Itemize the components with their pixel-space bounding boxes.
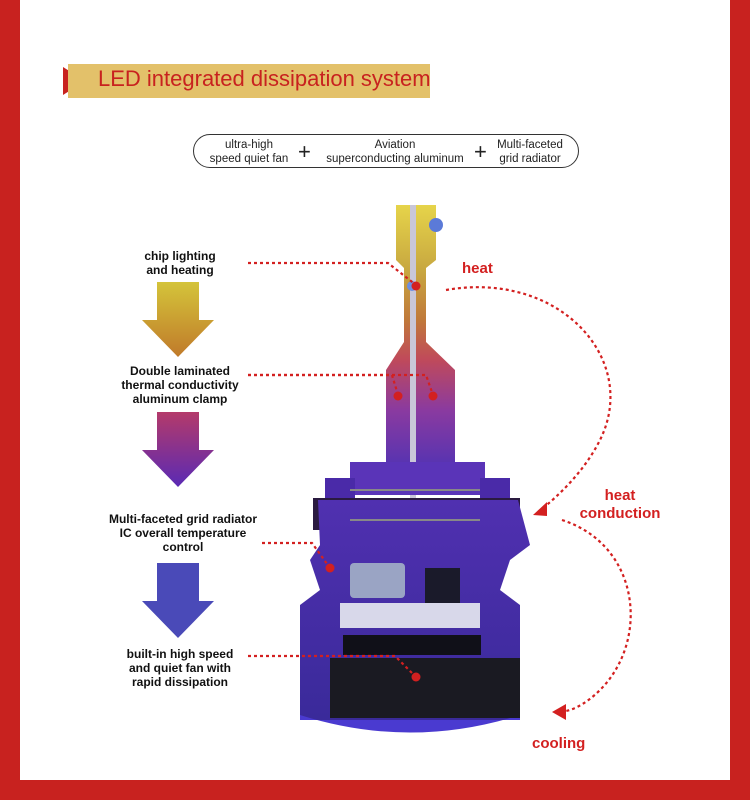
- stage-label-radiator: Multi-faceted grid radiator IC overall t…: [108, 512, 257, 554]
- heat-arrowhead-icon: [533, 502, 547, 516]
- bulb-collar: [350, 462, 485, 495]
- cooling-arrow: [557, 518, 632, 714]
- heat-label: heat: [462, 260, 493, 277]
- chip-plate: [410, 205, 416, 635]
- formula-radiator-label: Multi-faceted grid radiator: [497, 139, 563, 165]
- cooling-arrowhead-icon: [552, 704, 566, 720]
- leader-radiator: [262, 541, 331, 569]
- plus-icon: +: [474, 139, 487, 164]
- leader-fan: [248, 654, 416, 677]
- plus-icon: +: [298, 139, 311, 164]
- fan-block: [330, 658, 520, 718]
- stage-label-clamp: Double laminated thermal conductivity al…: [121, 364, 239, 406]
- formula-aluminum-label: Aviation superconducting aluminum: [326, 139, 464, 165]
- page-title: LED integrated dissipation system: [98, 66, 431, 91]
- heat-conduction-label: heat conduction: [579, 487, 661, 522]
- heat-arrow: [445, 286, 612, 513]
- leader-clamp: [248, 373, 400, 396]
- stage-arrow-2: [142, 412, 214, 487]
- stage-arrow-3: [142, 563, 214, 638]
- stage-label-chip: chip lighting and heating: [144, 249, 216, 277]
- cooling-label: cooling: [532, 735, 586, 752]
- title-banner: [68, 64, 430, 98]
- stage-arrow-1: [142, 282, 214, 357]
- bulb-stem: [386, 205, 455, 462]
- formula-fan-label: ultra-high speed quiet fan: [209, 139, 289, 165]
- formula-pill: [193, 134, 579, 168]
- stage-label-fan: built-in high speed and quiet fan with r…: [126, 647, 234, 689]
- leader-chip: [248, 261, 417, 286]
